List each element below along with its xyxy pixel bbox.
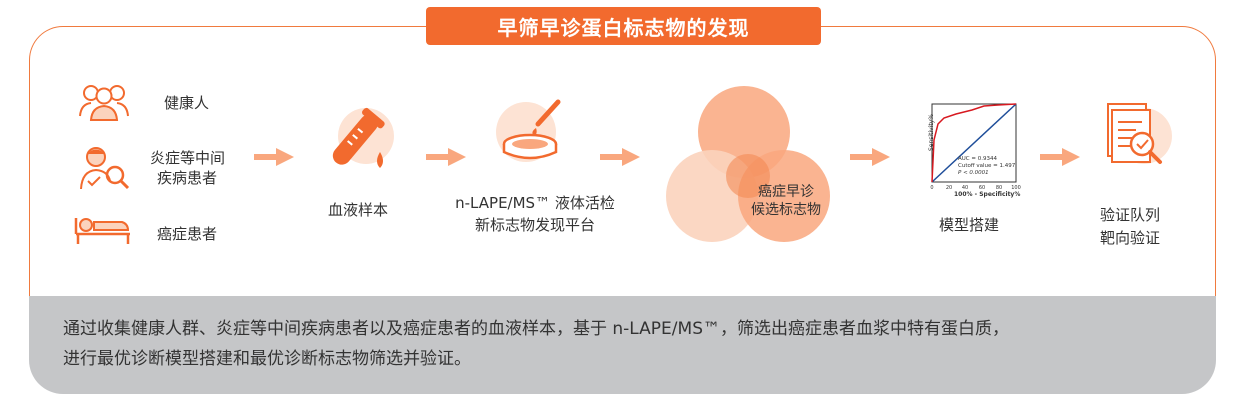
healthy-people-icon [79, 85, 129, 121]
summary-line-1: 通过收集健康人群、炎症等中间疾病患者以及癌症患者的血液样本，基于 n-LAPE/… [63, 319, 1009, 339]
validation-document-icon [1107, 103, 1172, 164]
roc-auc: AUC = 0.9344 [958, 156, 997, 162]
platform-label-2: 新标志物发现平台 [474, 216, 595, 234]
venn-diagram [666, 86, 830, 242]
arrow-right-icon [254, 148, 294, 166]
roc-y-label: Sensitivity% [928, 114, 935, 151]
model-building-label: 模型搭建 [938, 216, 999, 234]
roc-tick: 0 [930, 185, 933, 191]
platform-label-1: n-LAPE/MS™ 液体活检 [455, 194, 615, 212]
roc-cutoff: Cutoff value = 1.497 [958, 163, 1016, 169]
blood-tube-icon [332, 107, 394, 168]
arrow-right-icon [426, 148, 466, 166]
roc-x-label: 100% - Specificity% [954, 191, 1020, 198]
summary-text: 通过收集健康人群、炎症等中间疾病患者以及癌症患者的血液样本，基于 n-LAPE/… [63, 314, 1193, 374]
summary-line-2: 进行最优诊断模型搭建和最优诊断标志物筛选并验证。 [63, 349, 471, 369]
blood-sample-label: 血液样本 [327, 201, 388, 219]
arrow-right-icon [600, 148, 640, 166]
roc-curve-chart: Sensitivity% 100% - Specificity% AUC = 0… [928, 103, 1021, 198]
roc-tick: 100 [1011, 185, 1021, 191]
roc-tick: 40 [962, 185, 968, 191]
validation-label-2: 靶向验证 [1099, 229, 1160, 247]
validation-label-1: 验证队列 [1099, 206, 1160, 224]
summary-panel: 通过收集健康人群、炎症等中间疾病患者以及癌症患者的血液样本，基于 n-LAPE/… [29, 296, 1216, 394]
roc-tick: 80 [996, 185, 1002, 191]
cancer-patient-label: 癌症患者 [157, 225, 218, 243]
venn-center-label-2: 候选标志物 [751, 202, 821, 218]
arrow-right-icon [850, 148, 890, 166]
page-title: 早筛早诊蛋白标志物的发现 [426, 7, 821, 45]
roc-p-value: P < 0.0001 [958, 170, 989, 176]
arrow-right-icon [1040, 148, 1080, 166]
healthy-label: 健康人 [164, 94, 210, 112]
venn-center-label-1: 癌症早诊 [758, 184, 814, 200]
bed-patient-icon [74, 218, 130, 244]
petri-dish-icon [496, 99, 561, 162]
inflammatory-label-2: 疾病患者 [157, 169, 218, 187]
roc-tick: 60 [979, 185, 985, 191]
patient-doctor-icon [80, 147, 130, 190]
roc-tick: 20 [946, 185, 952, 191]
inflammatory-label-1: 炎症等中间 [150, 149, 226, 167]
